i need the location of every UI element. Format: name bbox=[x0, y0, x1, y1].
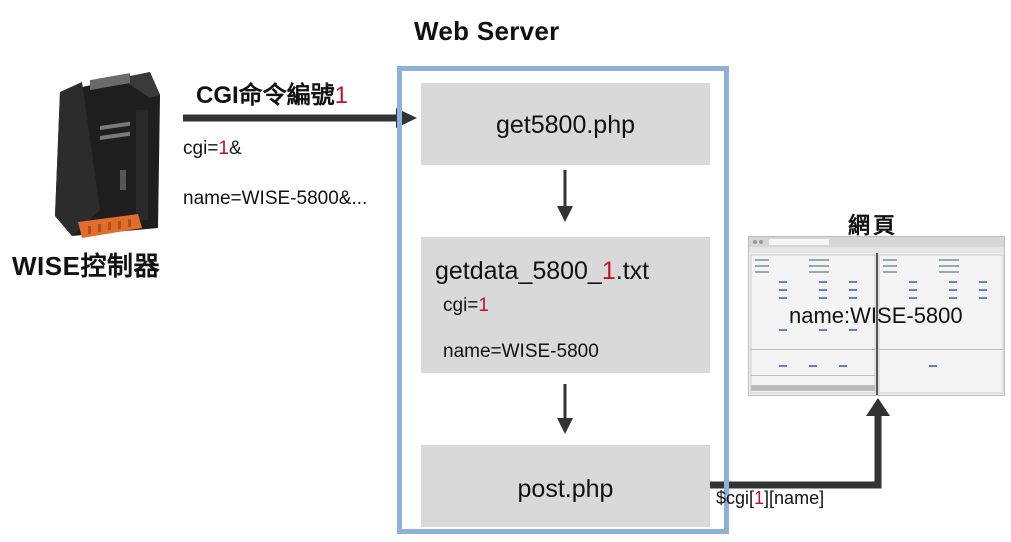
output-arrow bbox=[710, 398, 890, 489]
name-param-label: name=WISE-5800&... bbox=[183, 188, 368, 209]
cgi-command-label: CGI命令編號1 bbox=[196, 82, 349, 109]
down-arrow-1 bbox=[557, 170, 573, 222]
data-file-name-field: name=WISE-5800 bbox=[443, 341, 599, 362]
webpage-screenshot-graphic bbox=[749, 237, 1004, 395]
post-script-label: post.php bbox=[517, 475, 614, 503]
wise-controller-device-icon bbox=[55, 72, 160, 238]
request-arrow bbox=[183, 108, 417, 128]
webpage-screenshot: name:WISE-5800 bbox=[748, 236, 1005, 396]
get-script-label: get5800.php bbox=[495, 111, 636, 139]
down-arrow-2 bbox=[557, 384, 573, 434]
webpage-label: 網頁 bbox=[848, 213, 899, 238]
cgi-output-label: $cgi[1][name] bbox=[716, 488, 825, 508]
data-file-name: getdata_5800_1.txt bbox=[435, 257, 650, 285]
data-file-box: getdata_5800_1.txt cgi=1 name=WISE-5800 bbox=[421, 237, 710, 373]
cgi-param-label: cgi=1& bbox=[183, 138, 242, 159]
webpage-overlay-text: name:WISE-5800 bbox=[789, 303, 963, 328]
post-script-box: post.php bbox=[421, 445, 710, 527]
web-server-frame bbox=[397, 66, 729, 534]
data-file-cgi: cgi=1 bbox=[443, 295, 489, 316]
device-label: WISE控制器 bbox=[12, 251, 160, 281]
web-server-title: Web Server bbox=[414, 16, 560, 46]
get-script-box: get5800.php bbox=[421, 83, 710, 165]
